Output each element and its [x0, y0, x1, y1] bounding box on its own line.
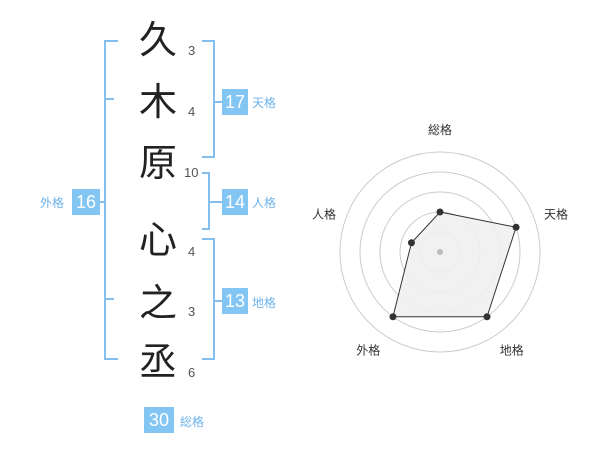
soukaku-value-badge: 30 [144, 407, 174, 433]
name-char-2: 木 [138, 80, 177, 124]
name-char-6: 丞 [138, 340, 177, 384]
radar-data-point [483, 313, 491, 321]
stroke-count-6: 6 [188, 365, 196, 380]
name-char-1: 久 [138, 18, 177, 62]
jinkaku-label: 人格 [252, 196, 277, 210]
gaikaku-label: 外格 [40, 196, 65, 210]
name-char-3: 原 [138, 141, 177, 185]
chikaku-label: 地格 [252, 296, 277, 310]
chikaku-value-badge: 13 [222, 288, 248, 314]
soukaku-label: 総格 [180, 415, 205, 429]
gaikaku-value-badge: 16 [72, 189, 100, 215]
radar-axis-label: 天格 [544, 206, 568, 221]
stroke-count-1: 3 [188, 43, 196, 58]
radar-data-point [512, 223, 520, 231]
radar-data-point [389, 313, 397, 321]
stroke-count-3: 10 [184, 165, 199, 180]
stroke-count-4: 4 [188, 244, 196, 259]
jinkaku-value-badge: 14 [222, 189, 248, 215]
radar-data-point [436, 208, 444, 216]
stroke-count-5: 3 [188, 304, 196, 319]
radar-axis-label: 地格 [500, 343, 524, 358]
stroke-count-2: 4 [188, 104, 196, 119]
radar-axis-label: 総格 [428, 122, 452, 137]
radar-axis-label: 人格 [312, 206, 336, 221]
name-char-5: 之 [138, 281, 177, 325]
radar-data-area [392, 211, 517, 318]
radar-data-point [407, 239, 415, 247]
tenkaku-label: 天格 [252, 96, 277, 110]
radar-grid-ring [359, 171, 521, 333]
radar-axis-label: 外格 [356, 343, 380, 358]
radar-center-dot [437, 249, 443, 255]
radar-grid-ring [339, 151, 541, 353]
name-char-4: 心 [138, 218, 177, 262]
tenkaku-value-badge: 17 [222, 89, 248, 115]
